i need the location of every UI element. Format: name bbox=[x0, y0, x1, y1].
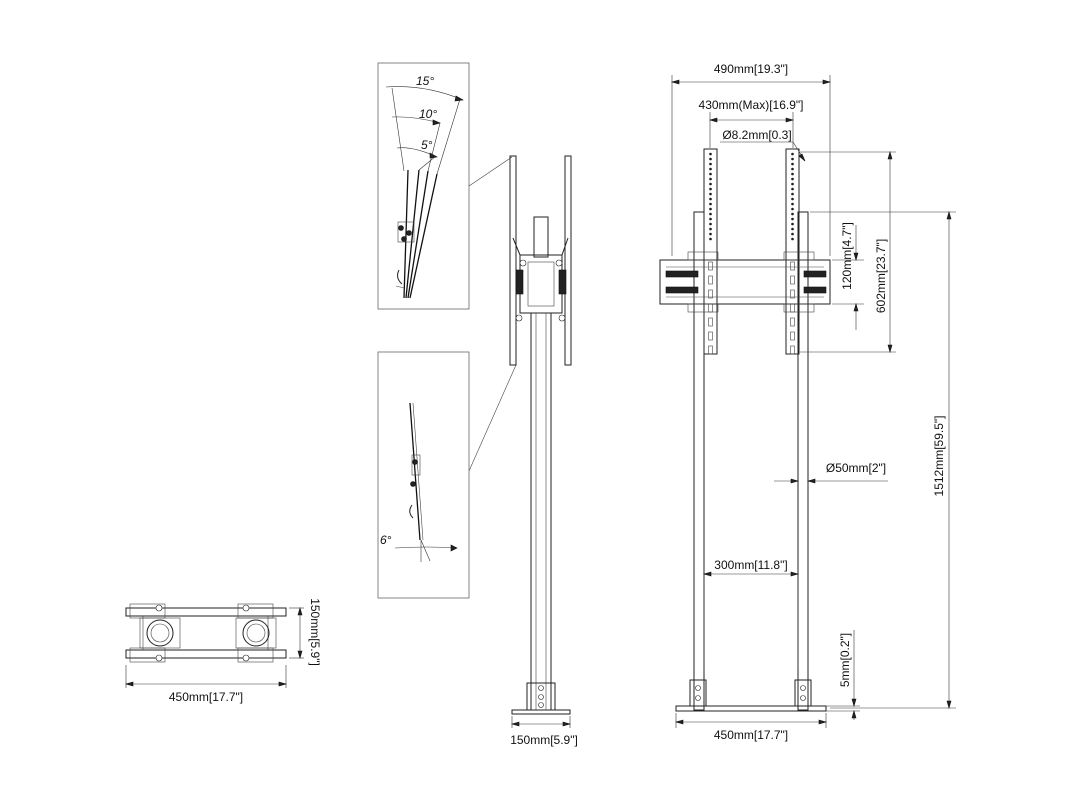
vesa-slot bbox=[790, 275, 795, 285]
top-view-width-label: 450mm[17.7"] bbox=[169, 690, 243, 704]
vesa-hole bbox=[791, 187, 794, 191]
vesa-hole bbox=[709, 237, 712, 241]
vesa-hole bbox=[709, 172, 712, 176]
tilt-detail: 15° 10° 5° bbox=[377, 62, 517, 472]
vesa-hole bbox=[791, 152, 794, 156]
vesa-hole bbox=[709, 202, 712, 206]
vesa-slot bbox=[708, 303, 713, 313]
vesa-slot bbox=[708, 331, 713, 341]
vesa-slot bbox=[708, 345, 713, 355]
vesa-hole bbox=[709, 222, 712, 226]
vesa-hole bbox=[791, 227, 794, 231]
base-width-label: 450mm[17.7"] bbox=[714, 728, 788, 742]
vesa-slot bbox=[790, 303, 795, 313]
tilt-angle-5: 5° bbox=[421, 138, 433, 152]
vesa-hole bbox=[709, 187, 712, 191]
tilt-angle-15: 15° bbox=[416, 74, 434, 88]
vesa-hole bbox=[709, 207, 712, 211]
front-view: 490mm[19.3"] 430mm(Max)[16.9"] Ø8.2mm[0.… bbox=[659, 62, 956, 742]
vesa-hole bbox=[709, 182, 712, 186]
side-base-depth-label: 150mm[5.9"] bbox=[510, 733, 578, 747]
base-thickness-label: 5mm[0.2"] bbox=[838, 633, 852, 687]
vesa-slot bbox=[790, 331, 795, 341]
overall-width-label: 490mm[19.3"] bbox=[714, 62, 788, 76]
screw-diameter-label: Ø8.2mm[0.3] bbox=[722, 128, 791, 142]
vesa-hole bbox=[791, 177, 794, 181]
vesa-hole bbox=[709, 157, 712, 161]
vesa-hole bbox=[709, 162, 712, 166]
rail-height-label: 120mm[4.7"] bbox=[840, 222, 854, 290]
vesa-hole bbox=[791, 167, 794, 171]
top-view: 450mm[17.7"] 150mm[5.9"] bbox=[124, 598, 322, 704]
vesa-hole bbox=[791, 202, 794, 206]
vesa-slot bbox=[790, 345, 795, 355]
vesa-slot bbox=[708, 289, 713, 299]
vesa-hole bbox=[791, 172, 794, 176]
vesa-hole bbox=[709, 232, 712, 236]
vesa-hole bbox=[791, 232, 794, 236]
total-height-label: 1512mm[59.5"] bbox=[932, 416, 946, 497]
vesa-hole bbox=[709, 197, 712, 201]
vesa-slot bbox=[790, 317, 795, 327]
vesa-hole bbox=[709, 217, 712, 221]
tilt-angle-6: 6° bbox=[380, 533, 392, 547]
top-view-depth-label: 150mm[5.9"] bbox=[308, 598, 322, 666]
vesa-hole bbox=[791, 192, 794, 196]
tilt-down-detail: 6° bbox=[377, 351, 470, 599]
vesa-hole bbox=[791, 212, 794, 216]
pole-diameter-label: Ø50mm[2"] bbox=[826, 461, 886, 475]
pole-spacing-label: 300mm[11.8"] bbox=[714, 558, 787, 572]
vesa-hole bbox=[709, 167, 712, 171]
vesa-slot bbox=[708, 317, 713, 327]
vesa-max-label: 430mm(Max)[16.9"] bbox=[699, 98, 804, 112]
tilt-angle-10: 10° bbox=[419, 107, 437, 121]
vesa-slot bbox=[708, 275, 713, 285]
vesa-hole bbox=[791, 157, 794, 161]
side-view: 150mm[5.9"] bbox=[509, 155, 578, 747]
vesa-hole bbox=[791, 237, 794, 241]
vesa-slot bbox=[790, 261, 795, 271]
vesa-hole bbox=[709, 152, 712, 156]
vesa-hole bbox=[791, 182, 794, 186]
adjust-range-label: 602mm[23.7"] bbox=[874, 239, 888, 313]
vesa-hole bbox=[791, 207, 794, 211]
vesa-hole bbox=[709, 212, 712, 216]
vesa-hole bbox=[709, 192, 712, 196]
vesa-hole bbox=[791, 162, 794, 166]
vesa-hole bbox=[791, 197, 794, 201]
vesa-hole bbox=[791, 222, 794, 226]
vesa-hole bbox=[709, 177, 712, 181]
vesa-slot bbox=[708, 261, 713, 271]
vesa-slot bbox=[790, 289, 795, 299]
vesa-hole bbox=[791, 217, 794, 221]
vesa-hole bbox=[709, 227, 712, 231]
